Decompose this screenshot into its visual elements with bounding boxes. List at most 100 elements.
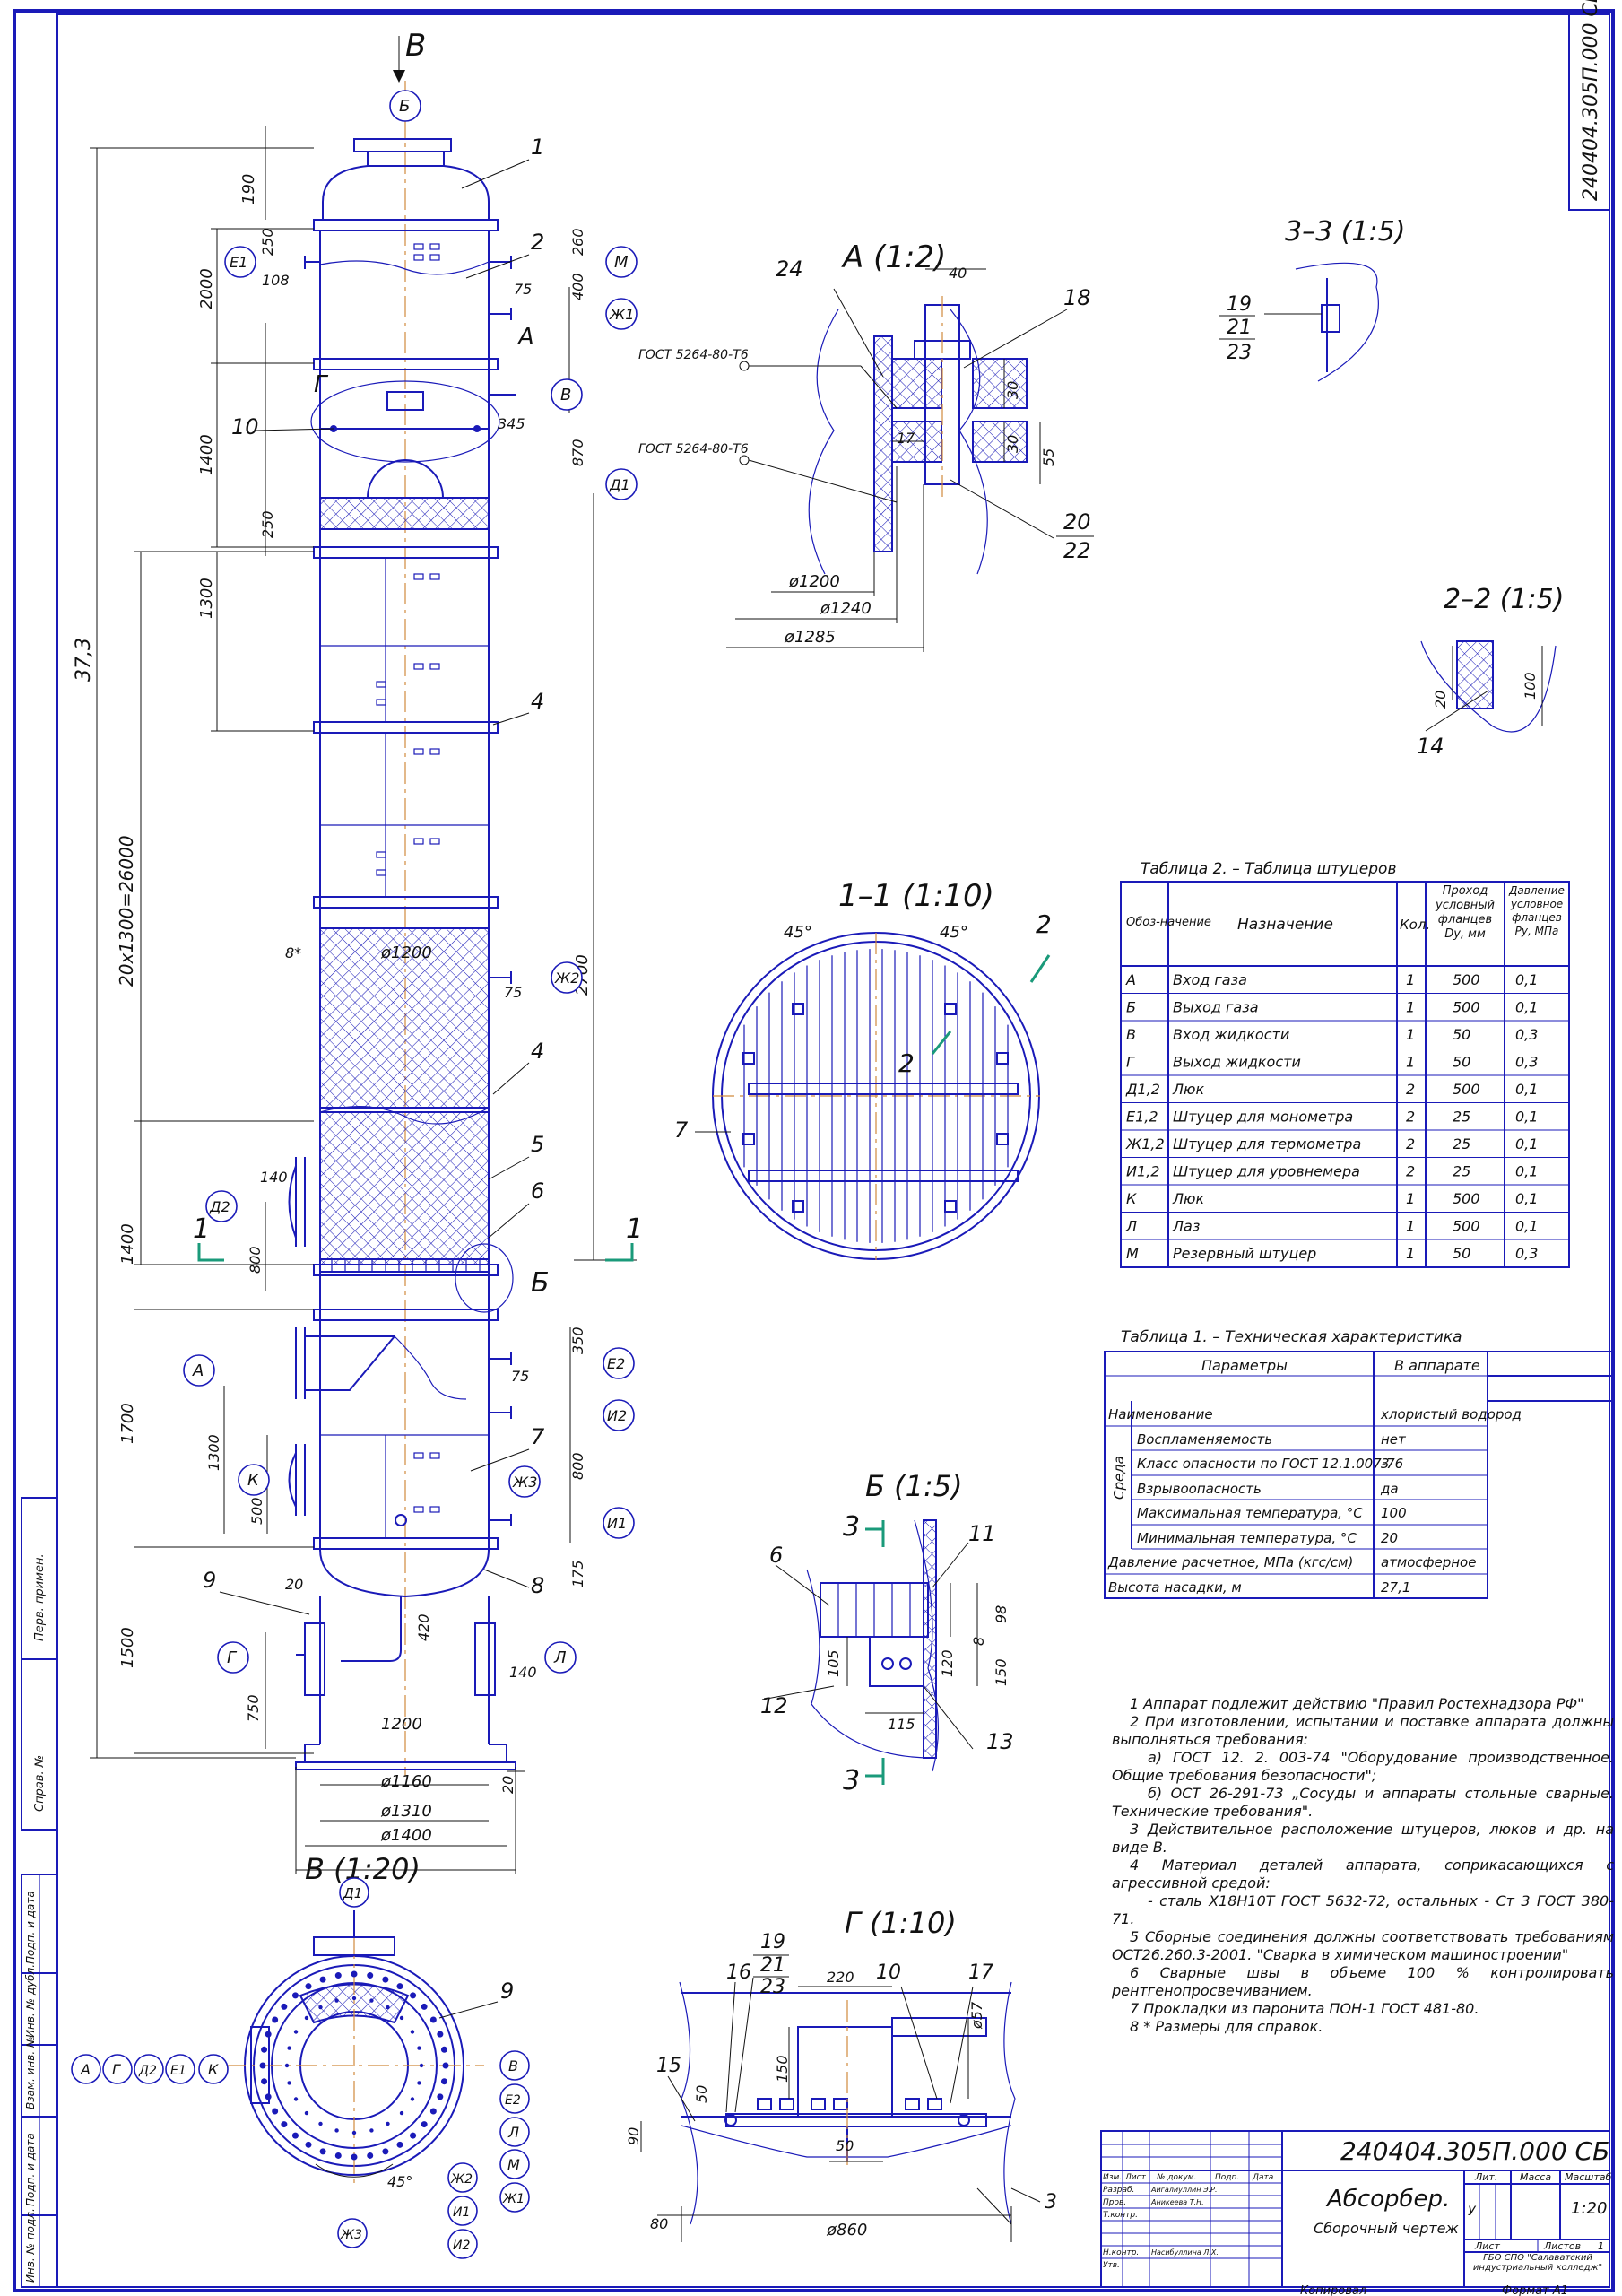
- vV-E2: Е2: [505, 2093, 521, 2108]
- t1-value: 20: [1381, 1530, 1398, 1546]
- vertical-code-text: 240404.305П.000 СБ: [1580, 0, 1602, 201]
- pos-15: 15: [656, 2055, 681, 2077]
- inner-bolt: [304, 2015, 309, 2021]
- dim-345: 345: [498, 415, 525, 432]
- title-block: 240404.305П.000 СБ Абсорбер. Сборочный ч…: [1100, 2130, 1611, 2296]
- flange-bolt: [305, 1983, 312, 1990]
- flange-bolt: [305, 2141, 312, 2148]
- viewG-80: 80: [650, 2215, 668, 2232]
- pos-21a: 21: [1227, 317, 1252, 339]
- tb-scale: 1:20: [1571, 2199, 1607, 2218]
- t2-h4: Давление условное фланцев Pу, МПа: [1509, 884, 1565, 937]
- pos-6: 6: [531, 1178, 544, 1204]
- t2-cell: Штуцер для термометра: [1173, 1135, 1361, 1152]
- inner-bolt: [351, 2130, 357, 2135]
- dim-1200: 1200: [381, 1715, 422, 1734]
- detail-A-callout: А: [516, 324, 534, 351]
- flange-bolt: [367, 2152, 374, 2159]
- flange-bolt: [367, 1972, 374, 1979]
- dim-260: 260: [569, 228, 586, 256]
- t1-h0: Параметры: [1201, 1357, 1288, 1374]
- grid-support: [792, 1200, 804, 1213]
- note-item: 2 При изготовлении, испытании и поставке…: [1112, 1713, 1614, 1748]
- inner-bolt: [334, 1998, 339, 2003]
- tb-rh2: № докум.: [1156, 2173, 1196, 2182]
- bubble-E2-text: Е2: [607, 1355, 625, 1372]
- secA-gost1: ГОСТ 5264-80-Т6: [638, 348, 749, 362]
- t2-cell: Г: [1126, 1054, 1135, 1071]
- dim-1700: 1700: [118, 1403, 137, 1444]
- tb-h-scale: Масштаб: [1565, 2171, 1611, 2183]
- bubble-I2-text: И2: [607, 1407, 627, 1424]
- flange-bolt: [291, 1992, 299, 1999]
- t2-cell: 0,1: [1515, 1135, 1538, 1152]
- viewV-angle: 45°: [387, 2173, 412, 2190]
- secB-cut-3-top: 3: [843, 1511, 860, 1543]
- t2-h3: Проход условный фланцев Dу, мм: [1436, 884, 1495, 941]
- secA-30a: 30: [1004, 381, 1021, 399]
- t2-cell: 0,3: [1515, 1245, 1538, 1262]
- section-2-2: 2–2 (1:5) 20 100 14: [1417, 584, 1564, 759]
- bubble-D1-text: Д1: [609, 476, 630, 493]
- grid-support: [944, 1003, 957, 1015]
- flange-bolt: [261, 2078, 268, 2085]
- t2-cell: М: [1126, 1245, 1139, 1262]
- dim-250b: 250: [259, 510, 276, 538]
- t2-cell: 1: [1406, 1054, 1415, 1071]
- t2-cell: 1: [1406, 999, 1415, 1016]
- section-11-title: 1–1 (1:10): [838, 878, 994, 914]
- secA-1285: ø1285: [784, 628, 836, 647]
- bubble-D2-text: Д2: [209, 1198, 230, 1215]
- bubble-A-text: А: [192, 1361, 204, 1380]
- t2-cell: Люк: [1172, 1081, 1205, 1098]
- inner-bolt: [417, 2081, 421, 2085]
- dim-1400b: 1400: [118, 1223, 137, 1265]
- inner-bolt: [284, 2063, 290, 2068]
- pos-22: 22: [1063, 538, 1091, 563]
- inner-bolt: [369, 1998, 374, 2003]
- t2-cell: 500: [1453, 999, 1480, 1016]
- tb-role1: Пров.: [1103, 2198, 1126, 2207]
- secB-115: 115: [888, 1716, 915, 1733]
- dim-800b: 800: [569, 1452, 586, 1480]
- note-item: а) ГОСТ 12. 2. 003-74 "Оборудование прои…: [1112, 1749, 1614, 1784]
- secB-105: 105: [825, 1649, 842, 1677]
- vV-E1: Е1: [170, 2064, 186, 2078]
- secB-cut-3-bottom: 3: [843, 1765, 860, 1796]
- inner-bolt: [293, 2097, 299, 2101]
- dim-2000: 2000: [197, 268, 216, 309]
- inner-bolt: [287, 2081, 291, 2085]
- dim-75c: 75: [511, 1368, 529, 1385]
- section-33-title: 3–3 (1:5): [1285, 216, 1405, 248]
- secB-8: 8: [970, 1637, 987, 1646]
- note-item: 8 * Размеры для справок.: [1130, 2018, 1323, 2035]
- pos-16: 16: [726, 1961, 751, 1984]
- t2-cell: К: [1126, 1190, 1137, 1207]
- dim-800a: 800: [247, 1246, 264, 1274]
- tb-role5: Утв.: [1103, 2261, 1120, 2270]
- inner-bolt: [386, 2121, 390, 2126]
- sec11-cut-2-label: 2: [1036, 909, 1052, 939]
- pos-10: 10: [231, 414, 259, 439]
- flange-bolt: [396, 2141, 403, 2148]
- flange-bolt: [421, 2003, 428, 2010]
- tb-name1: Аникеева Т.Н.: [1150, 2198, 1204, 2206]
- t2-cell: 0,1: [1515, 971, 1538, 988]
- section-A-title: А (1:2): [841, 239, 946, 275]
- t1-value: атмосферное: [1381, 1554, 1476, 1570]
- cut-1-right: 1: [626, 1213, 643, 1245]
- flange-bolt: [261, 2046, 268, 2053]
- t2-cell: 0,1: [1515, 1218, 1538, 1235]
- inner-bolt: [351, 1996, 357, 2001]
- t2-cell: Лаз: [1172, 1218, 1200, 1235]
- pos-5: 5: [531, 1132, 544, 1157]
- flange-bolt: [351, 1970, 358, 1978]
- tb-sheet: Лист: [1474, 2240, 1500, 2252]
- t1-param: Наименование: [1108, 1406, 1213, 1422]
- t1-param: Взрывоопасность: [1137, 1481, 1262, 1497]
- flange-bolt: [281, 2121, 288, 2128]
- tb-sheets: Листов: [1543, 2240, 1581, 2252]
- secA-40: 40: [949, 265, 967, 282]
